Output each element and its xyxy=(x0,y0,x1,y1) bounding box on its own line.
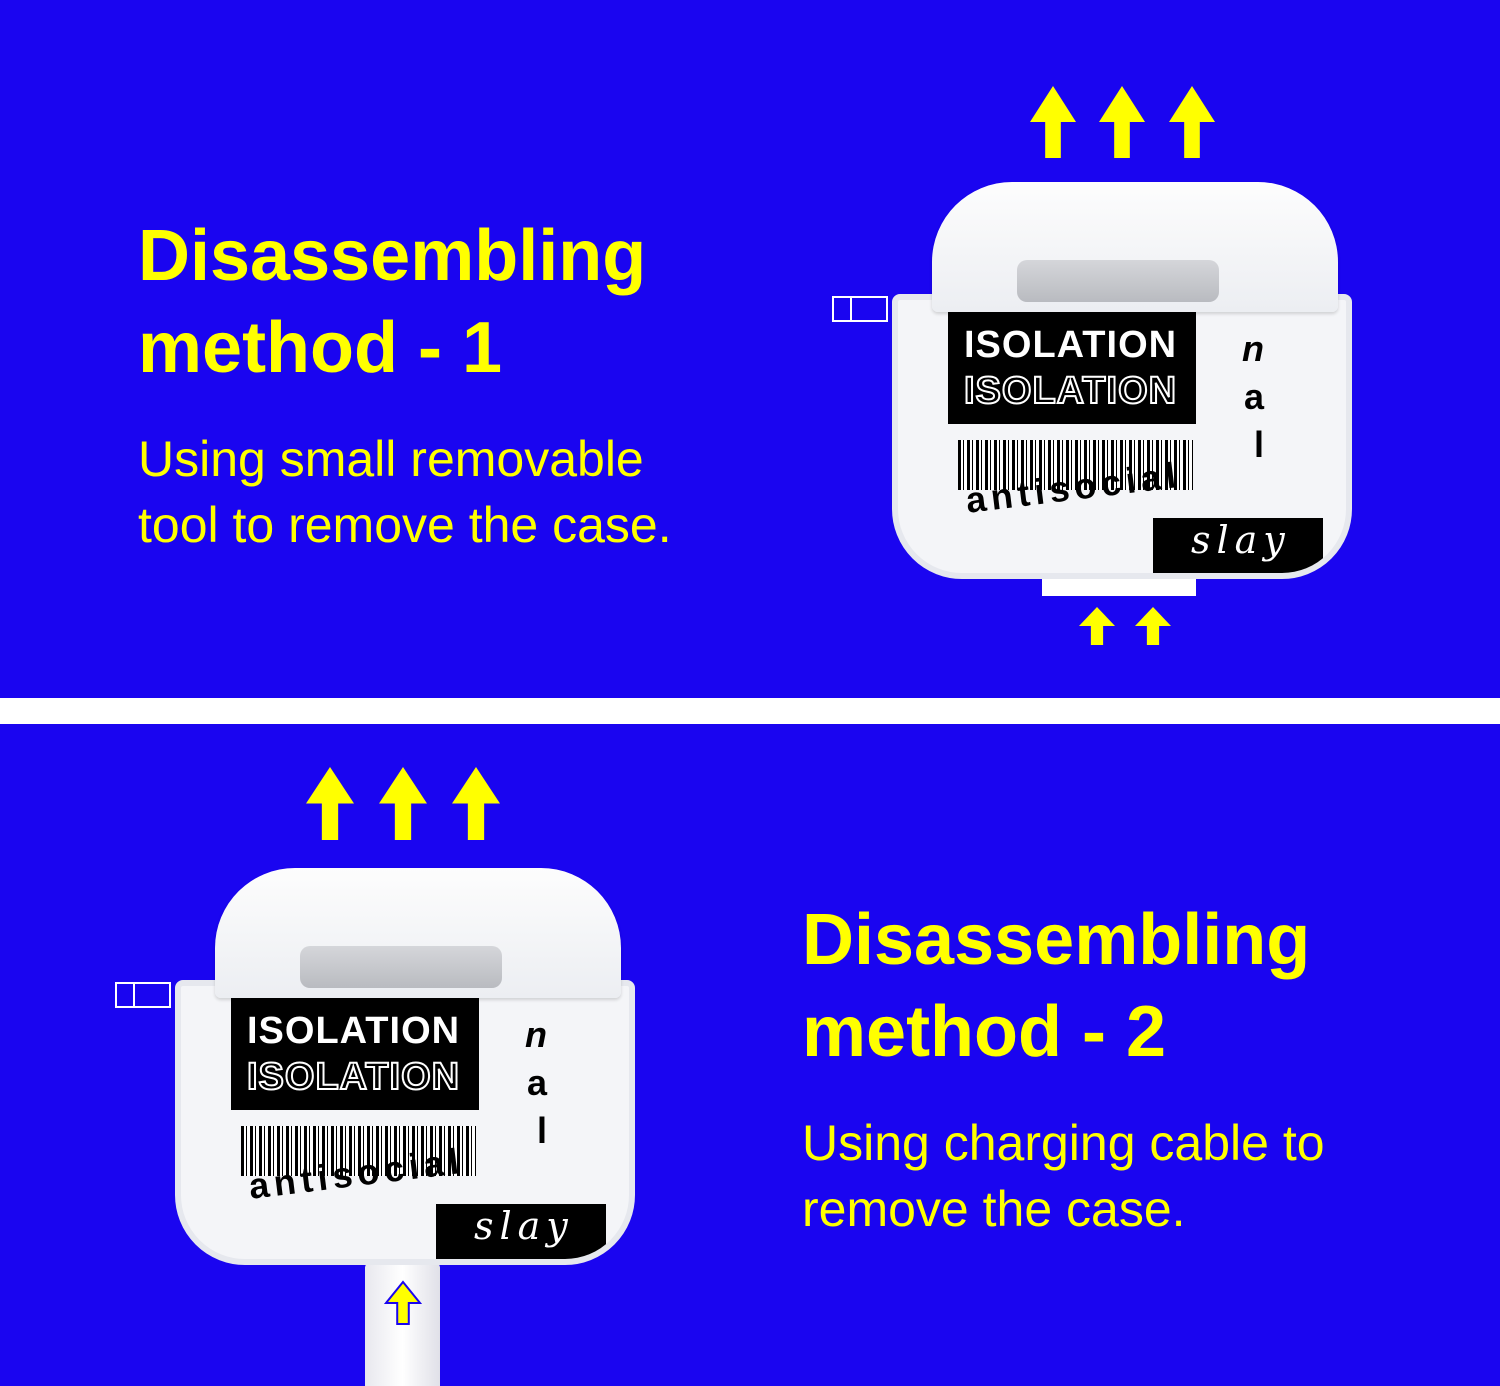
method-1-panel: Disassembling method - 1 Using small rem… xyxy=(138,182,1352,602)
print-text: ISOLATION xyxy=(963,369,1178,413)
case-lid xyxy=(215,868,621,998)
print-text: slay xyxy=(1153,518,1323,573)
method-1-description: Using small removable tool to remove the… xyxy=(138,426,672,558)
print-letter: a xyxy=(1244,376,1265,417)
print-text: slay xyxy=(436,1204,606,1259)
lid-latch xyxy=(1017,260,1219,302)
removal-tool-tab xyxy=(115,982,171,1008)
print-text: ISOLATION xyxy=(246,1055,461,1099)
title-line: Disassembling xyxy=(138,216,647,296)
print-text: ISOLATION xyxy=(247,1010,461,1052)
case-body: ISOLATION ISOLATION n a l antisocial sla… xyxy=(892,294,1352,579)
print-letter: n xyxy=(1242,328,1264,369)
print-block xyxy=(231,986,479,1110)
removal-tool-tab xyxy=(832,296,888,322)
section-divider xyxy=(0,698,1500,724)
desc-line: remove the case. xyxy=(802,1181,1186,1237)
print-letter: n xyxy=(525,1014,547,1055)
title-line: Disassembling xyxy=(802,900,1311,980)
desc-line: Using small removable xyxy=(138,431,644,487)
connector-port xyxy=(1042,578,1196,596)
method-2-description: Using charging cable to remove the case. xyxy=(802,1110,1325,1242)
case-body: ISOLATION ISOLATION n a l antisocial sla… xyxy=(175,980,635,1265)
print-letter: a xyxy=(527,1062,548,1103)
title-line: method - 1 xyxy=(138,308,503,388)
print-letter: l xyxy=(1254,424,1265,465)
case-lid xyxy=(932,182,1338,312)
charging-cable xyxy=(365,1262,440,1386)
desc-line: Using charging cable to xyxy=(802,1115,1325,1171)
barcode xyxy=(241,1126,476,1176)
print-text: ISOLATION xyxy=(964,324,1178,366)
airpods-case-illustration: ISOLATION ISOLATION n a l antisocial sla… xyxy=(832,182,1352,602)
desc-line: tool to remove the case. xyxy=(138,497,672,553)
print-block xyxy=(948,300,1196,424)
method-2-title: Disassembling method - 2 xyxy=(802,894,1310,1078)
airpods-case-illustration: ISOLATION ISOLATION n a l antisocial sla… xyxy=(115,868,635,1288)
print-letter: l xyxy=(537,1110,548,1151)
method-1-title: Disassembling method - 1 xyxy=(138,210,646,394)
title-line: method - 2 xyxy=(802,992,1167,1072)
lid-latch xyxy=(300,946,502,988)
barcode xyxy=(958,440,1193,490)
